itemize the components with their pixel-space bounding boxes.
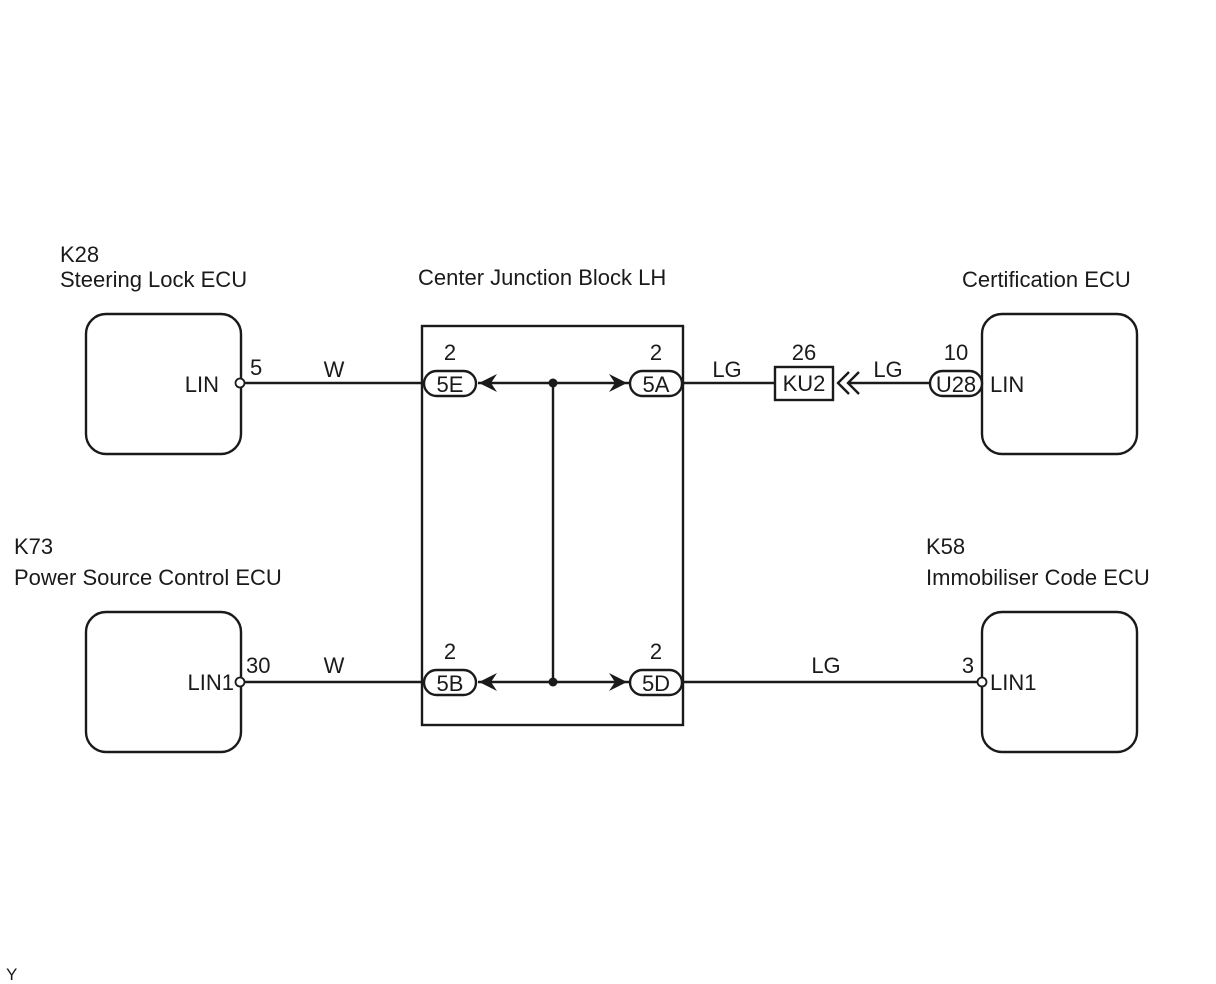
wire-color-k28: W <box>324 357 345 382</box>
arrow-mark-5b <box>479 673 497 691</box>
wire-k28-to-5e: W <box>234 357 424 389</box>
connector-5b: 5B 2 <box>422 639 478 697</box>
arrow-mark-5a <box>609 374 627 392</box>
pin-number-k28: 5 <box>250 355 262 380</box>
chevron-mark-1 <box>836 371 850 395</box>
terminal-k28 <box>234 377 246 389</box>
arrow-mark-5d <box>609 673 627 691</box>
ecu-certification: Certification ECU LIN 10 <box>944 267 1139 456</box>
inline-connector-id: KU2 <box>783 371 826 396</box>
junction-block: Center Junction Block LH 5E 2 5A 2 5B 2 <box>418 265 685 727</box>
connector-id-u28: U28 <box>936 372 976 397</box>
connector-pill-u28 <box>928 369 984 398</box>
connector-id-5a: 5A <box>643 372 670 397</box>
junction-block-frame <box>420 324 685 727</box>
connector-pin-5d: 2 <box>650 639 662 664</box>
ecu-code-k73: K73 <box>14 534 53 559</box>
connector-5a: 5A 2 <box>628 340 684 398</box>
splice-node-top <box>548 378 558 388</box>
splice-node-bottom <box>548 677 558 687</box>
pin-number-k58: 3 <box>962 653 974 678</box>
wire-color-5a-ku2: LG <box>712 357 741 382</box>
ecu-code-k28: K28 <box>60 242 99 267</box>
connector-5e: 5E 2 <box>422 340 478 398</box>
wire-color-k73: W <box>324 653 345 678</box>
connector-pin-5e: 2 <box>444 340 456 365</box>
connector-id-5d: 5D <box>642 671 670 696</box>
ecu-name-k58: Immobiliser Code ECU <box>926 565 1150 590</box>
wire-color-5d-k58: LG <box>811 653 840 678</box>
wire-5a-to-cert: LG KU2 26 LG U28 <box>682 340 984 402</box>
pin-label-k28: LIN <box>185 372 219 397</box>
pin-label-cert: LIN <box>990 372 1024 397</box>
ecu-name-cert: Certification ECU <box>962 267 1131 292</box>
ecu-k28-steering-lock: K28 Steering Lock ECU LIN 5 <box>60 242 262 456</box>
connector-pin-5b: 2 <box>444 639 456 664</box>
arrow-mark-5e <box>479 374 497 392</box>
inline-connector-pin: 26 <box>792 340 816 365</box>
connector-5d: 5D 2 <box>628 639 684 697</box>
connector-pin-5a: 2 <box>650 340 662 365</box>
wire-color-ku2-u28: LG <box>873 357 902 382</box>
inline-connector-box <box>773 365 835 402</box>
wire-5d-to-k58: LG <box>682 653 988 688</box>
ecu-code-k58: K58 <box>926 534 965 559</box>
connector-u28: U28 <box>928 369 984 398</box>
pin-label-k58: LIN1 <box>990 670 1036 695</box>
footer-code: Y <box>6 965 17 984</box>
ecu-name-k28: Steering Lock ECU <box>60 267 247 292</box>
pin-label-k73: LIN1 <box>188 670 234 695</box>
connector-id-5b: 5B <box>437 671 464 696</box>
terminal-k58 <box>976 676 988 688</box>
junction-block-title: Center Junction Block LH <box>418 265 666 290</box>
ecu-k73-power-source-control: K73 Power Source Control ECU LIN1 30 <box>14 534 282 754</box>
connector-id-5e: 5E <box>437 372 464 397</box>
ecu-k58-immobiliser-code: K58 Immobiliser Code ECU LIN1 3 <box>926 534 1150 754</box>
pin-number-cert: 10 <box>944 340 968 365</box>
inline-connector-ku2: KU2 26 <box>773 340 860 402</box>
pin-number-k73: 30 <box>246 653 270 678</box>
terminal-k73 <box>234 676 246 688</box>
ecu-name-k73: Power Source Control ECU <box>14 565 282 590</box>
wire-k73-to-5b: W <box>234 653 424 688</box>
